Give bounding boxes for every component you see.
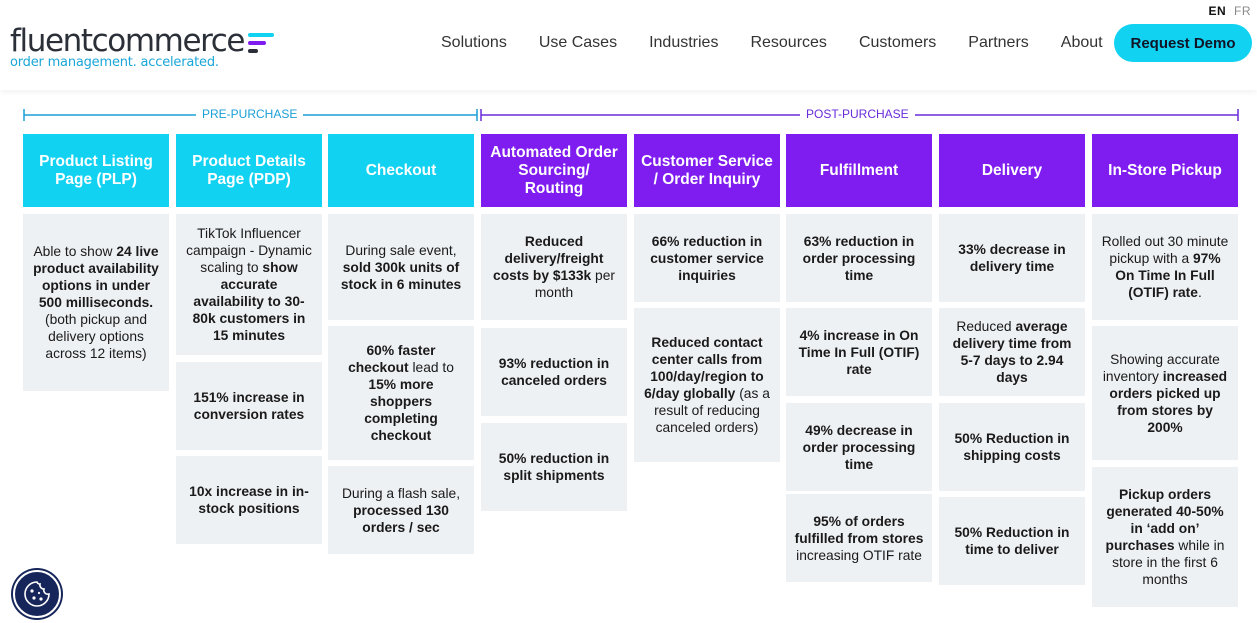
language-en[interactable]: EN (1208, 4, 1227, 18)
stat-card: 4% increase in On Time In Full (OTIF) ra… (786, 308, 932, 396)
column-header-plp: Product Listing Page (PLP) (23, 134, 169, 207)
nav-use-cases[interactable]: Use Cases (538, 34, 618, 51)
logo-wordmark: fluentcommerce (10, 23, 246, 59)
stat-card: 49% decrease in order processing time (786, 403, 932, 491)
cookie-settings-button[interactable] (13, 570, 61, 618)
nav-about[interactable]: About (1060, 34, 1103, 51)
stat-card: Showing accurate inventory increased ord… (1092, 326, 1238, 460)
stat-card: During sale event, sold 300k units of st… (328, 214, 474, 320)
stat-card: 10x increase in in-stock positions (176, 456, 322, 544)
column-header-checkout: Checkout (328, 134, 474, 207)
stat-card: 66% reduction in customer service inquir… (634, 214, 780, 302)
stat-card: Reduced contact center calls from 100/da… (634, 308, 780, 462)
stat-card: 33% decrease in delivery time (939, 214, 1085, 302)
main-nav: Solutions Use Cases Industries Resources… (425, 24, 1119, 62)
column-header-in-store-pickup: In-Store Pickup (1092, 134, 1238, 207)
stat-card: 50% reduction in split shipments (481, 423, 627, 511)
column-header-order-routing: Automated Order Sourcing/ Routing (481, 134, 627, 207)
column-header-customer-service: Customer Service / Order Inquiry (634, 134, 780, 207)
nav-customers[interactable]: Customers (858, 34, 937, 51)
stat-card: During a flash sale, processed 130 order… (328, 466, 474, 554)
column-header-pdp: Product Details Page (PDP) (176, 134, 322, 207)
language-fr[interactable]: FR (1234, 4, 1251, 18)
stat-card: 93% reduction in canceled orders (481, 328, 627, 416)
stat-card: Reduced average delivery time from 5-7 d… (939, 308, 1085, 396)
logo-bars-icon (248, 32, 275, 53)
stat-card: Able to show 24 live product availabilit… (23, 214, 169, 391)
column-header-delivery: Delivery (939, 134, 1085, 207)
stat-card: 151% increase in conversion rates (176, 362, 322, 450)
nav-solutions[interactable]: Solutions (441, 34, 507, 51)
logo[interactable]: fluentcommerce order management. acceler… (10, 23, 275, 70)
nav-partners[interactable]: Partners (968, 34, 1029, 51)
stat-card: TikTok Influencer campaign - Dynamic sca… (176, 214, 322, 355)
stat-card: Rolled out 30 minute pickup with a 97% O… (1092, 214, 1238, 320)
site-header: EN FR fluentcommerce order management. a… (0, 0, 1257, 90)
cookie-icon (24, 581, 50, 607)
stat-card: Pickup orders generated 40-50% in ‘add o… (1092, 467, 1238, 607)
stat-card: 63% reduction in order processing time (786, 214, 932, 302)
language-switcher: EN FR (1208, 4, 1251, 18)
request-demo-button[interactable]: Request Demo (1114, 24, 1252, 62)
stat-card: 50% Reduction in shipping costs (939, 403, 1085, 491)
logo-tagline: order management. accelerated. (10, 55, 219, 70)
phase-timeline (23, 109, 1239, 121)
column-header-fulfillment: Fulfillment (786, 134, 932, 207)
stat-card: 60% faster checkout lead to 15% more sho… (328, 326, 474, 460)
stat-card: 95% of orders fulfilled from stores incr… (786, 494, 932, 582)
stat-card: Reduced delivery/freight costs by $133k … (481, 214, 627, 320)
phase-label-pre: PRE-PURCHASE (196, 107, 304, 121)
nav-industries[interactable]: Industries (649, 34, 719, 51)
phase-label-post: POST-PURCHASE (800, 107, 915, 121)
stat-card: 50% Reduction in time to deliver (939, 497, 1085, 585)
nav-resources[interactable]: Resources (750, 34, 827, 51)
